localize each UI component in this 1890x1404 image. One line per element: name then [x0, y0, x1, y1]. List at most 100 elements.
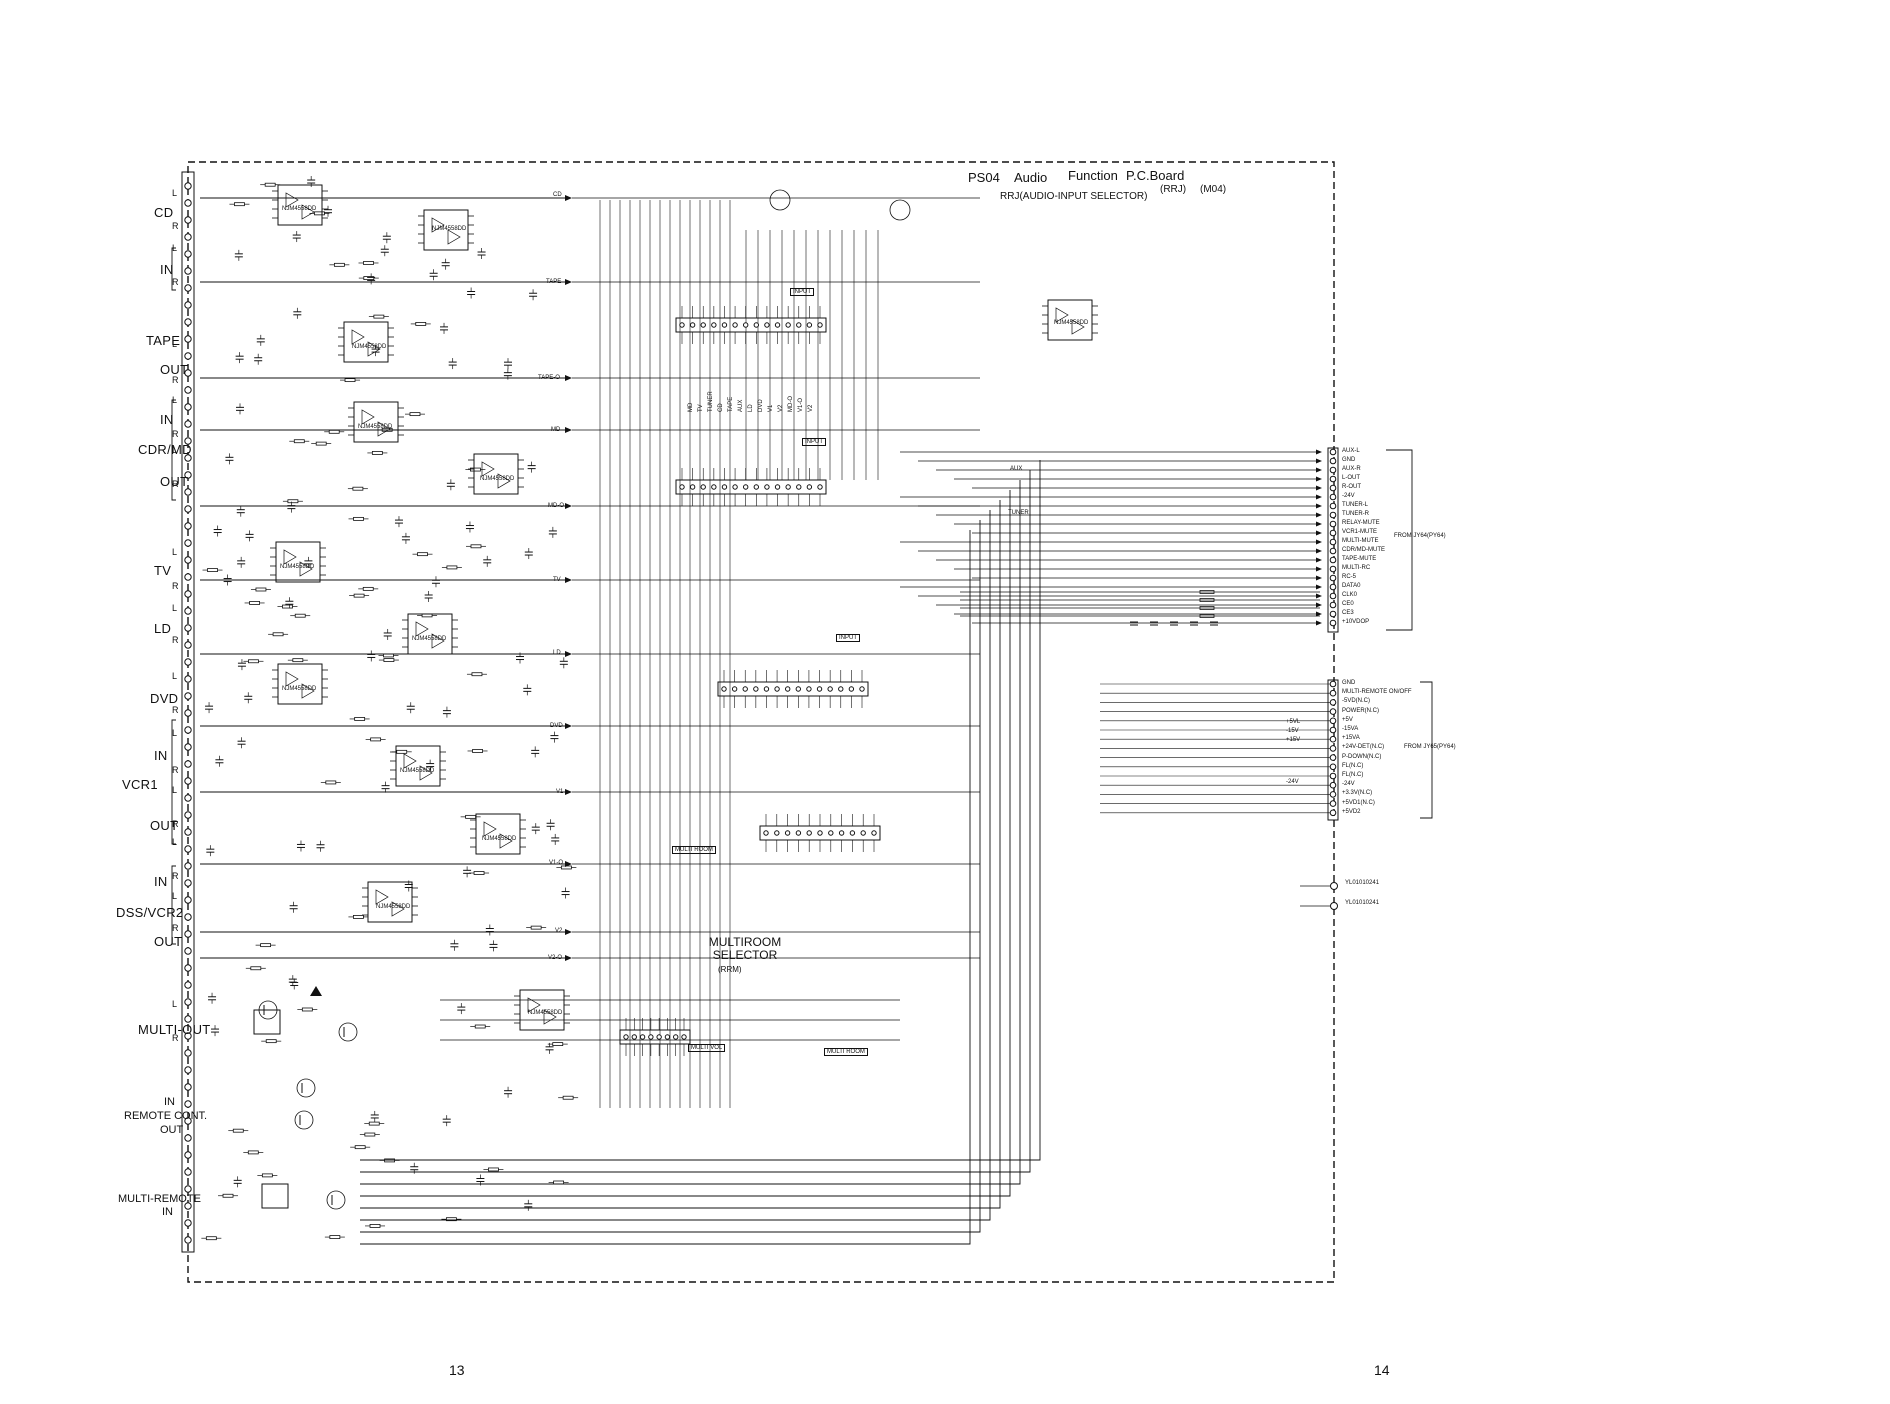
input-selector-ic-2	[675, 479, 827, 495]
jack-terminal	[1330, 902, 1338, 910]
resistor	[261, 1173, 273, 1178]
channel-letter: L	[172, 547, 177, 557]
left-connector-strip	[181, 171, 195, 1253]
j510-pin-label: +15VA	[1342, 735, 1360, 742]
resistor	[325, 780, 337, 785]
board-code: PS04	[968, 170, 1000, 185]
j505-pin-label: TUNER-L	[1342, 502, 1369, 508]
ic-pin-pad	[742, 686, 748, 692]
j505-pin-label: R-OUT	[1342, 484, 1361, 490]
input-jack-terminal	[184, 284, 192, 292]
control-arrow	[1316, 494, 1322, 500]
j505-pin-label: MULTI-MUTE	[1342, 538, 1379, 544]
input-jack-terminal	[184, 539, 192, 547]
j505-pin	[1329, 592, 1337, 600]
ic-pin-pad	[774, 322, 781, 328]
ic-pin-pad	[764, 484, 770, 490]
j505-pin-label: CE0	[1342, 601, 1354, 607]
ic-pin-pad	[848, 686, 855, 692]
input-jack-terminal	[184, 692, 192, 700]
j505-pin	[1329, 538, 1337, 546]
ic-pin-pad	[817, 830, 823, 836]
input-jack-terminal	[184, 522, 192, 530]
j510-pin	[1329, 680, 1337, 688]
j505-pin-label: +10VDOP	[1342, 619, 1370, 625]
resistor	[301, 1007, 313, 1012]
control-arrow	[1316, 584, 1322, 590]
channel-letter: R	[172, 375, 179, 385]
channel-letter: R	[172, 479, 179, 489]
resistor	[248, 659, 259, 664]
j510-side-label: -15V	[1286, 728, 1299, 734]
j505-pin-label: TAPE-MUTE	[1342, 556, 1377, 562]
remote-cont-label: REMOTE CONT.	[124, 1110, 208, 1122]
op-amp-ic	[407, 613, 453, 655]
ic-label: NJM4558DD	[1054, 320, 1089, 326]
signal-tag: MD-O	[548, 503, 564, 509]
input-jack-terminal	[184, 1066, 192, 1074]
channel-letter: R	[172, 277, 179, 287]
resistor	[488, 1167, 499, 1172]
signal-tag: LD	[553, 650, 561, 656]
j505-from-label: FROM JY64(PY64)	[1394, 533, 1446, 539]
page-number-left: 13	[449, 1362, 465, 1378]
resistor	[470, 467, 481, 472]
control-arrow	[1316, 566, 1322, 572]
op-amp-ic	[395, 745, 441, 787]
input-jack-terminal	[184, 1134, 192, 1142]
j505-pin-label: RC-5	[1342, 574, 1357, 580]
group-bracket	[171, 399, 176, 501]
resistor	[344, 378, 356, 383]
j505-pin	[1329, 520, 1337, 528]
transistor	[326, 1190, 346, 1210]
j510-pin-label: FL(N.C)	[1342, 772, 1364, 778]
resistor	[473, 871, 485, 875]
op-amp-ic	[473, 453, 519, 495]
resistor	[446, 565, 458, 570]
signal-tag: CD	[553, 192, 562, 198]
input-jack-terminal	[184, 1117, 192, 1125]
pin-label: CD	[718, 403, 724, 412]
ic-pin-pad	[806, 322, 813, 328]
op-amp-symbol	[1055, 307, 1069, 323]
signal-arrow	[565, 503, 572, 509]
resistor	[474, 1024, 486, 1029]
input-label-vcr2-in: IN	[154, 874, 168, 889]
rrj-description: RRJ(AUDIO-INPUT SELECTOR)	[1000, 191, 1148, 202]
op-amp-symbol	[375, 889, 389, 905]
ic-pin-pad	[849, 830, 856, 836]
ic-pin-pad	[648, 1034, 654, 1040]
optocoupler	[253, 1009, 281, 1035]
input-jack-terminal	[184, 1049, 192, 1057]
op-amp-symbol	[483, 821, 497, 837]
return-wire	[360, 490, 1011, 1197]
pin-label: TUNER	[708, 391, 714, 412]
transistor	[769, 189, 791, 211]
ic-label: NJM4558DD	[432, 226, 467, 232]
resistor	[368, 1121, 380, 1126]
input-jack-terminal	[184, 216, 192, 224]
input-label-vcr2-out: OUT	[154, 934, 183, 949]
j505-pin	[1329, 511, 1337, 519]
j505-pin-label: -24V	[1342, 493, 1355, 499]
input-jack-terminal	[184, 590, 192, 598]
resistor	[1199, 598, 1215, 602]
j505-pin	[1329, 583, 1337, 591]
channel-letter: R	[172, 871, 179, 881]
j510-pin	[1329, 754, 1337, 761]
resistor	[472, 749, 483, 753]
op-amp-ic	[343, 321, 389, 363]
op-amp-symbol	[415, 621, 429, 637]
input-jack-terminal	[184, 369, 192, 377]
ic-pin-pad	[816, 686, 823, 692]
j510-pin-label: -5VD(N.C)	[1342, 698, 1370, 705]
channel-letter: L	[172, 837, 177, 847]
control-arrow	[1316, 521, 1322, 527]
j510-pin	[1329, 800, 1337, 807]
control-arrow	[1316, 458, 1322, 464]
input-jack-terminal	[184, 488, 192, 496]
j505-pin	[1329, 565, 1337, 573]
signal-tag: V2	[555, 928, 563, 934]
channel-letter: R	[172, 765, 179, 775]
ic-pin-pad	[774, 830, 780, 836]
